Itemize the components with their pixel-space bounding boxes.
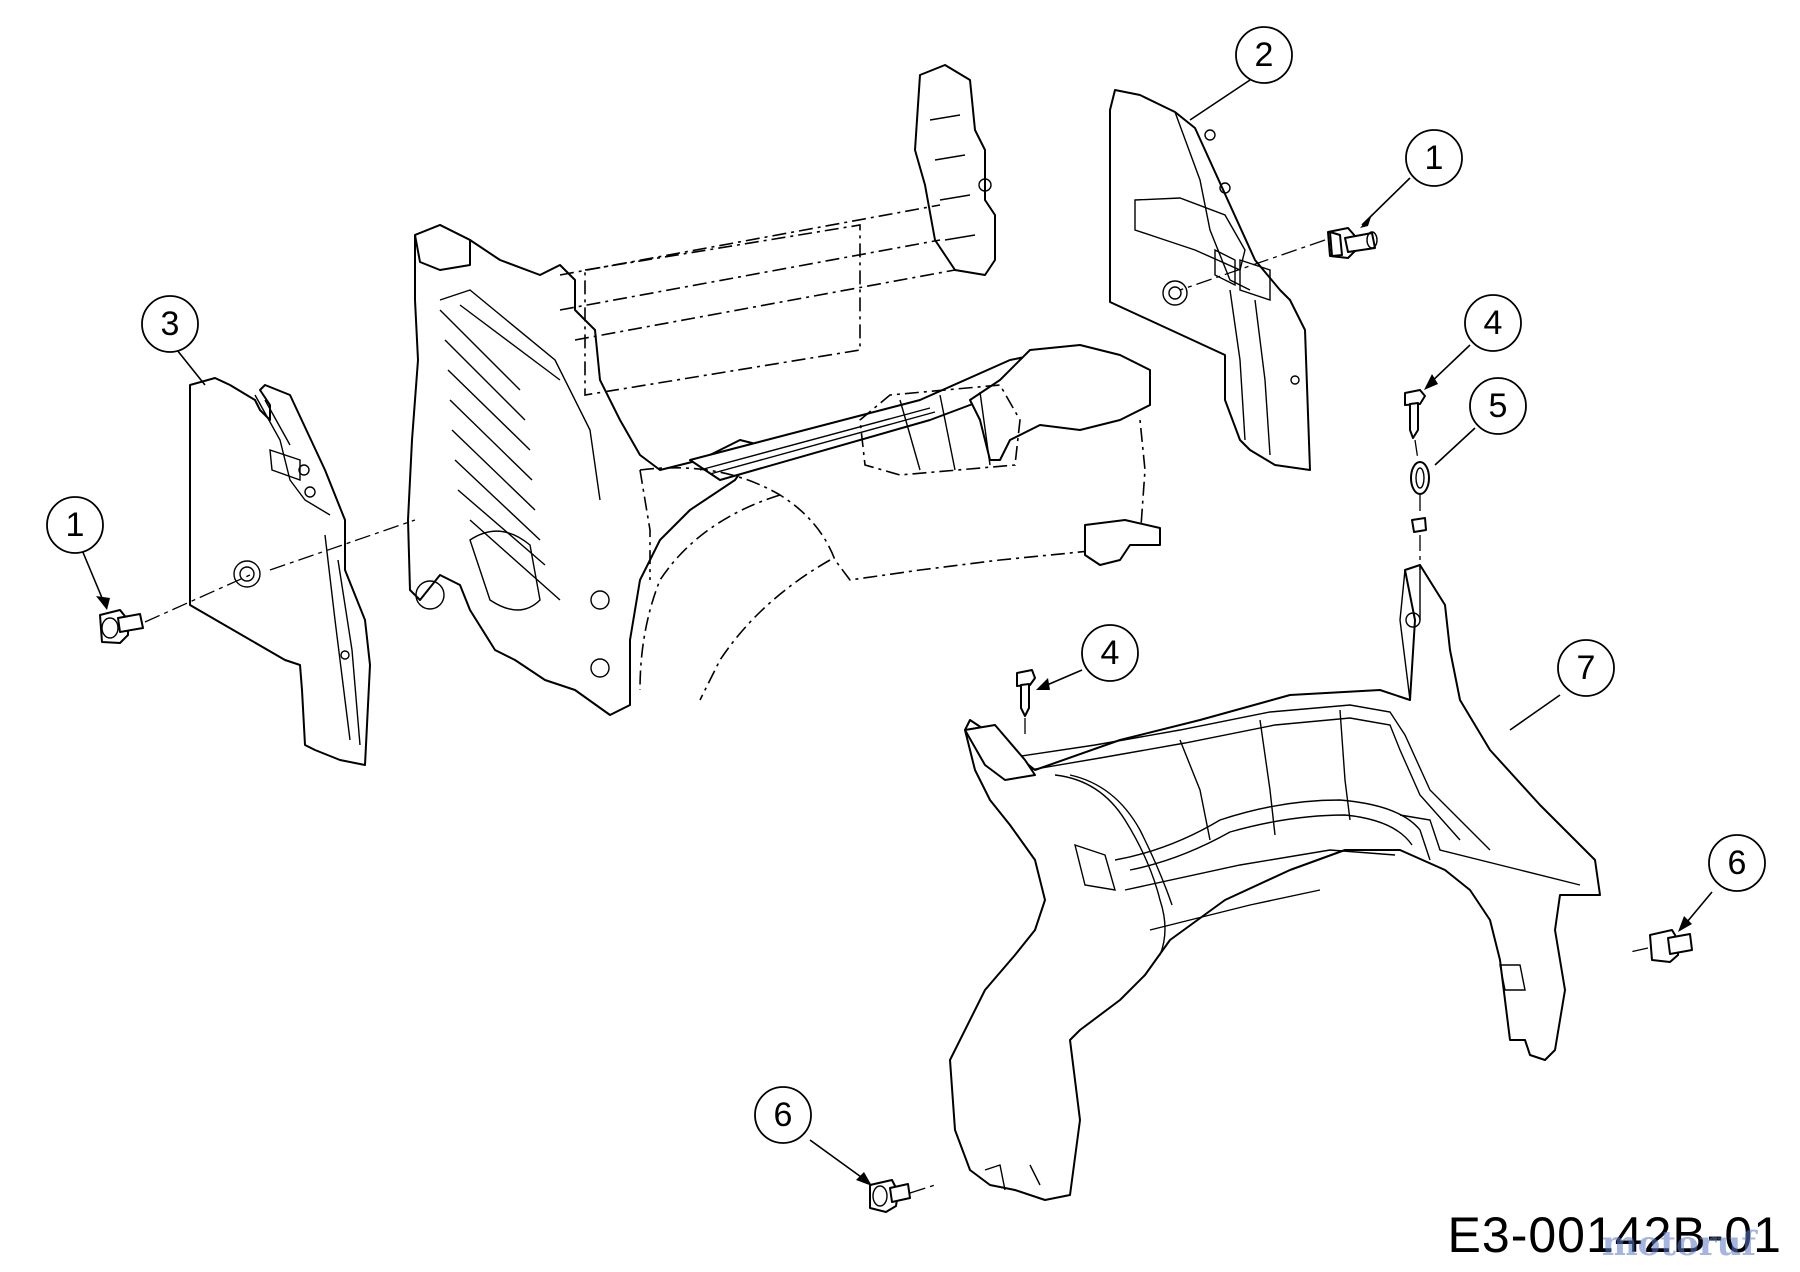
callout-6-bottom-label: 6 <box>774 1096 793 1134</box>
center-line-bolt-6-bottom <box>909 1184 936 1194</box>
callout-5-label: 5 <box>1489 387 1508 425</box>
leader-6-bottom <box>809 1139 869 1183</box>
leader-4-top <box>1427 344 1471 386</box>
center-line-left <box>144 519 416 623</box>
callout-1-left: 1 <box>46 496 104 554</box>
leader-2 <box>1189 79 1251 121</box>
arrow-1-right <box>1360 214 1372 228</box>
callout-2-label: 2 <box>1255 36 1274 74</box>
arrow-6-bottom <box>856 1172 872 1186</box>
callout-6-right: 6 <box>1708 834 1766 892</box>
callout-6-bottom: 6 <box>754 1086 812 1144</box>
leader-7 <box>1509 694 1561 731</box>
callout-4-mid: 4 <box>1081 624 1139 682</box>
callout-2: 2 <box>1235 26 1293 84</box>
callout-6-right-label: 6 <box>1728 844 1747 882</box>
arrow-4-top <box>1424 374 1438 390</box>
callout-7: 7 <box>1557 639 1615 697</box>
left-side-plate[interactable] <box>189 377 371 766</box>
bolt-6-right[interactable] <box>1649 929 1693 963</box>
center-line-top-screw <box>1414 439 1421 570</box>
callout-4-top: 4 <box>1464 294 1522 352</box>
callout-1-right: 1 <box>1405 129 1463 187</box>
leader-3 <box>176 349 206 386</box>
leader-5 <box>1434 427 1476 466</box>
washer[interactable] <box>1410 461 1430 533</box>
callout-7-label: 7 <box>1577 649 1596 687</box>
callout-3-label: 3 <box>161 305 180 343</box>
bolt-left[interactable] <box>99 609 144 644</box>
arrow-1-left <box>96 596 110 610</box>
screw-top[interactable] <box>1404 389 1426 439</box>
leader-1-left <box>81 549 106 606</box>
callout-4-mid-label: 4 <box>1101 634 1120 672</box>
callout-4-top-label: 4 <box>1484 304 1503 342</box>
callout-5: 5 <box>1469 377 1527 435</box>
screw-mid[interactable] <box>1016 669 1036 717</box>
housing-frame[interactable] <box>407 64 1161 716</box>
drawing-code: E3-00142B-01 <box>1447 1207 1782 1263</box>
bolt-right[interactable] <box>1327 227 1378 259</box>
center-line-right <box>1179 239 1326 291</box>
arrow-6-right <box>1678 916 1692 932</box>
bolt-6-bottom[interactable] <box>869 1179 911 1213</box>
callout-1-right-label: 1 <box>1425 139 1444 177</box>
center-line-bolt-6-right <box>1629 947 1649 953</box>
callout-1-left-label: 1 <box>66 506 85 544</box>
watermark-logo: motoruf <box>1601 1224 1756 1264</box>
callout-3: 3 <box>141 295 199 353</box>
chute-cover[interactable] <box>949 564 1601 1201</box>
arrow-4-mid <box>1036 678 1050 690</box>
